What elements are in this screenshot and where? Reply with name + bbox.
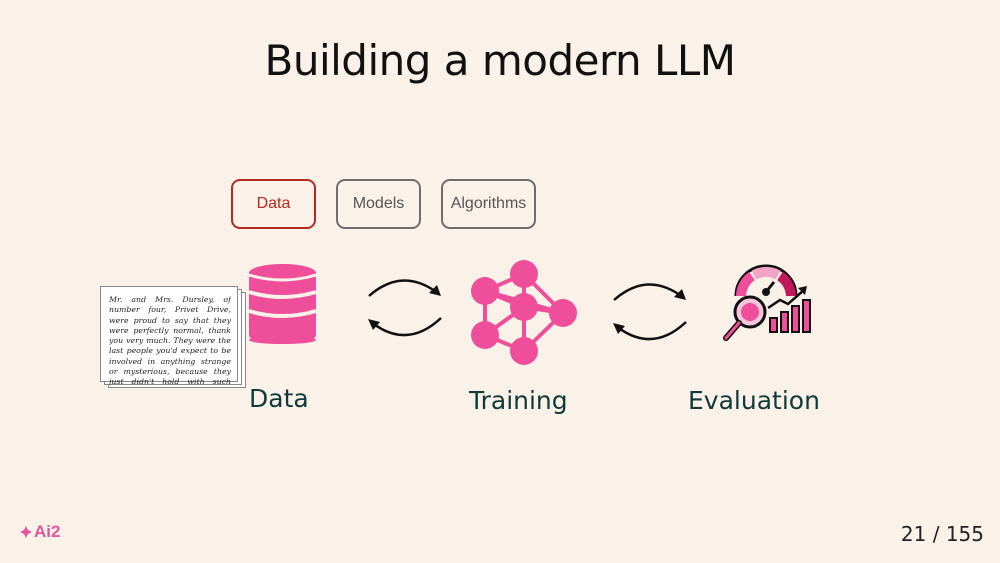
slide-title: Building a modern LLM [264, 36, 736, 85]
evaluation-gauge-icon [723, 264, 811, 341]
database-icon [248, 264, 317, 344]
ai2-logo-icon [20, 526, 32, 538]
document-page-front: Mr. and Mrs. Dursley, of number four, Pr… [100, 286, 238, 385]
document-text: Mr. and Mrs. Dursley, of number four, Pr… [109, 295, 231, 385]
tab-data[interactable]: Data [231, 179, 316, 229]
document-stack: Mr. and Mrs. Dursley, of number four, Pr… [98, 284, 246, 388]
ai2-logo: Ai2 [20, 522, 60, 542]
ai2-logo-text: Ai2 [34, 522, 61, 541]
tab-models[interactable]: Models [336, 179, 421, 229]
cycle-arrows-icon [368, 279, 442, 337]
stage-label-data: Data [249, 384, 309, 413]
neural-network-icon [471, 260, 577, 365]
tab-algorithms-label: Algorithms [450, 195, 527, 212]
tab-data-label: Data [256, 195, 291, 212]
stage-label-training: Training [469, 386, 568, 415]
stage-label-evaluation: Evaluation [688, 386, 820, 415]
tab-models-label: Models [352, 195, 405, 212]
page-number: 21 / 155 [900, 522, 984, 546]
tab-algorithms[interactable]: Algorithms [441, 179, 536, 229]
cycle-arrows-icon [613, 283, 687, 341]
